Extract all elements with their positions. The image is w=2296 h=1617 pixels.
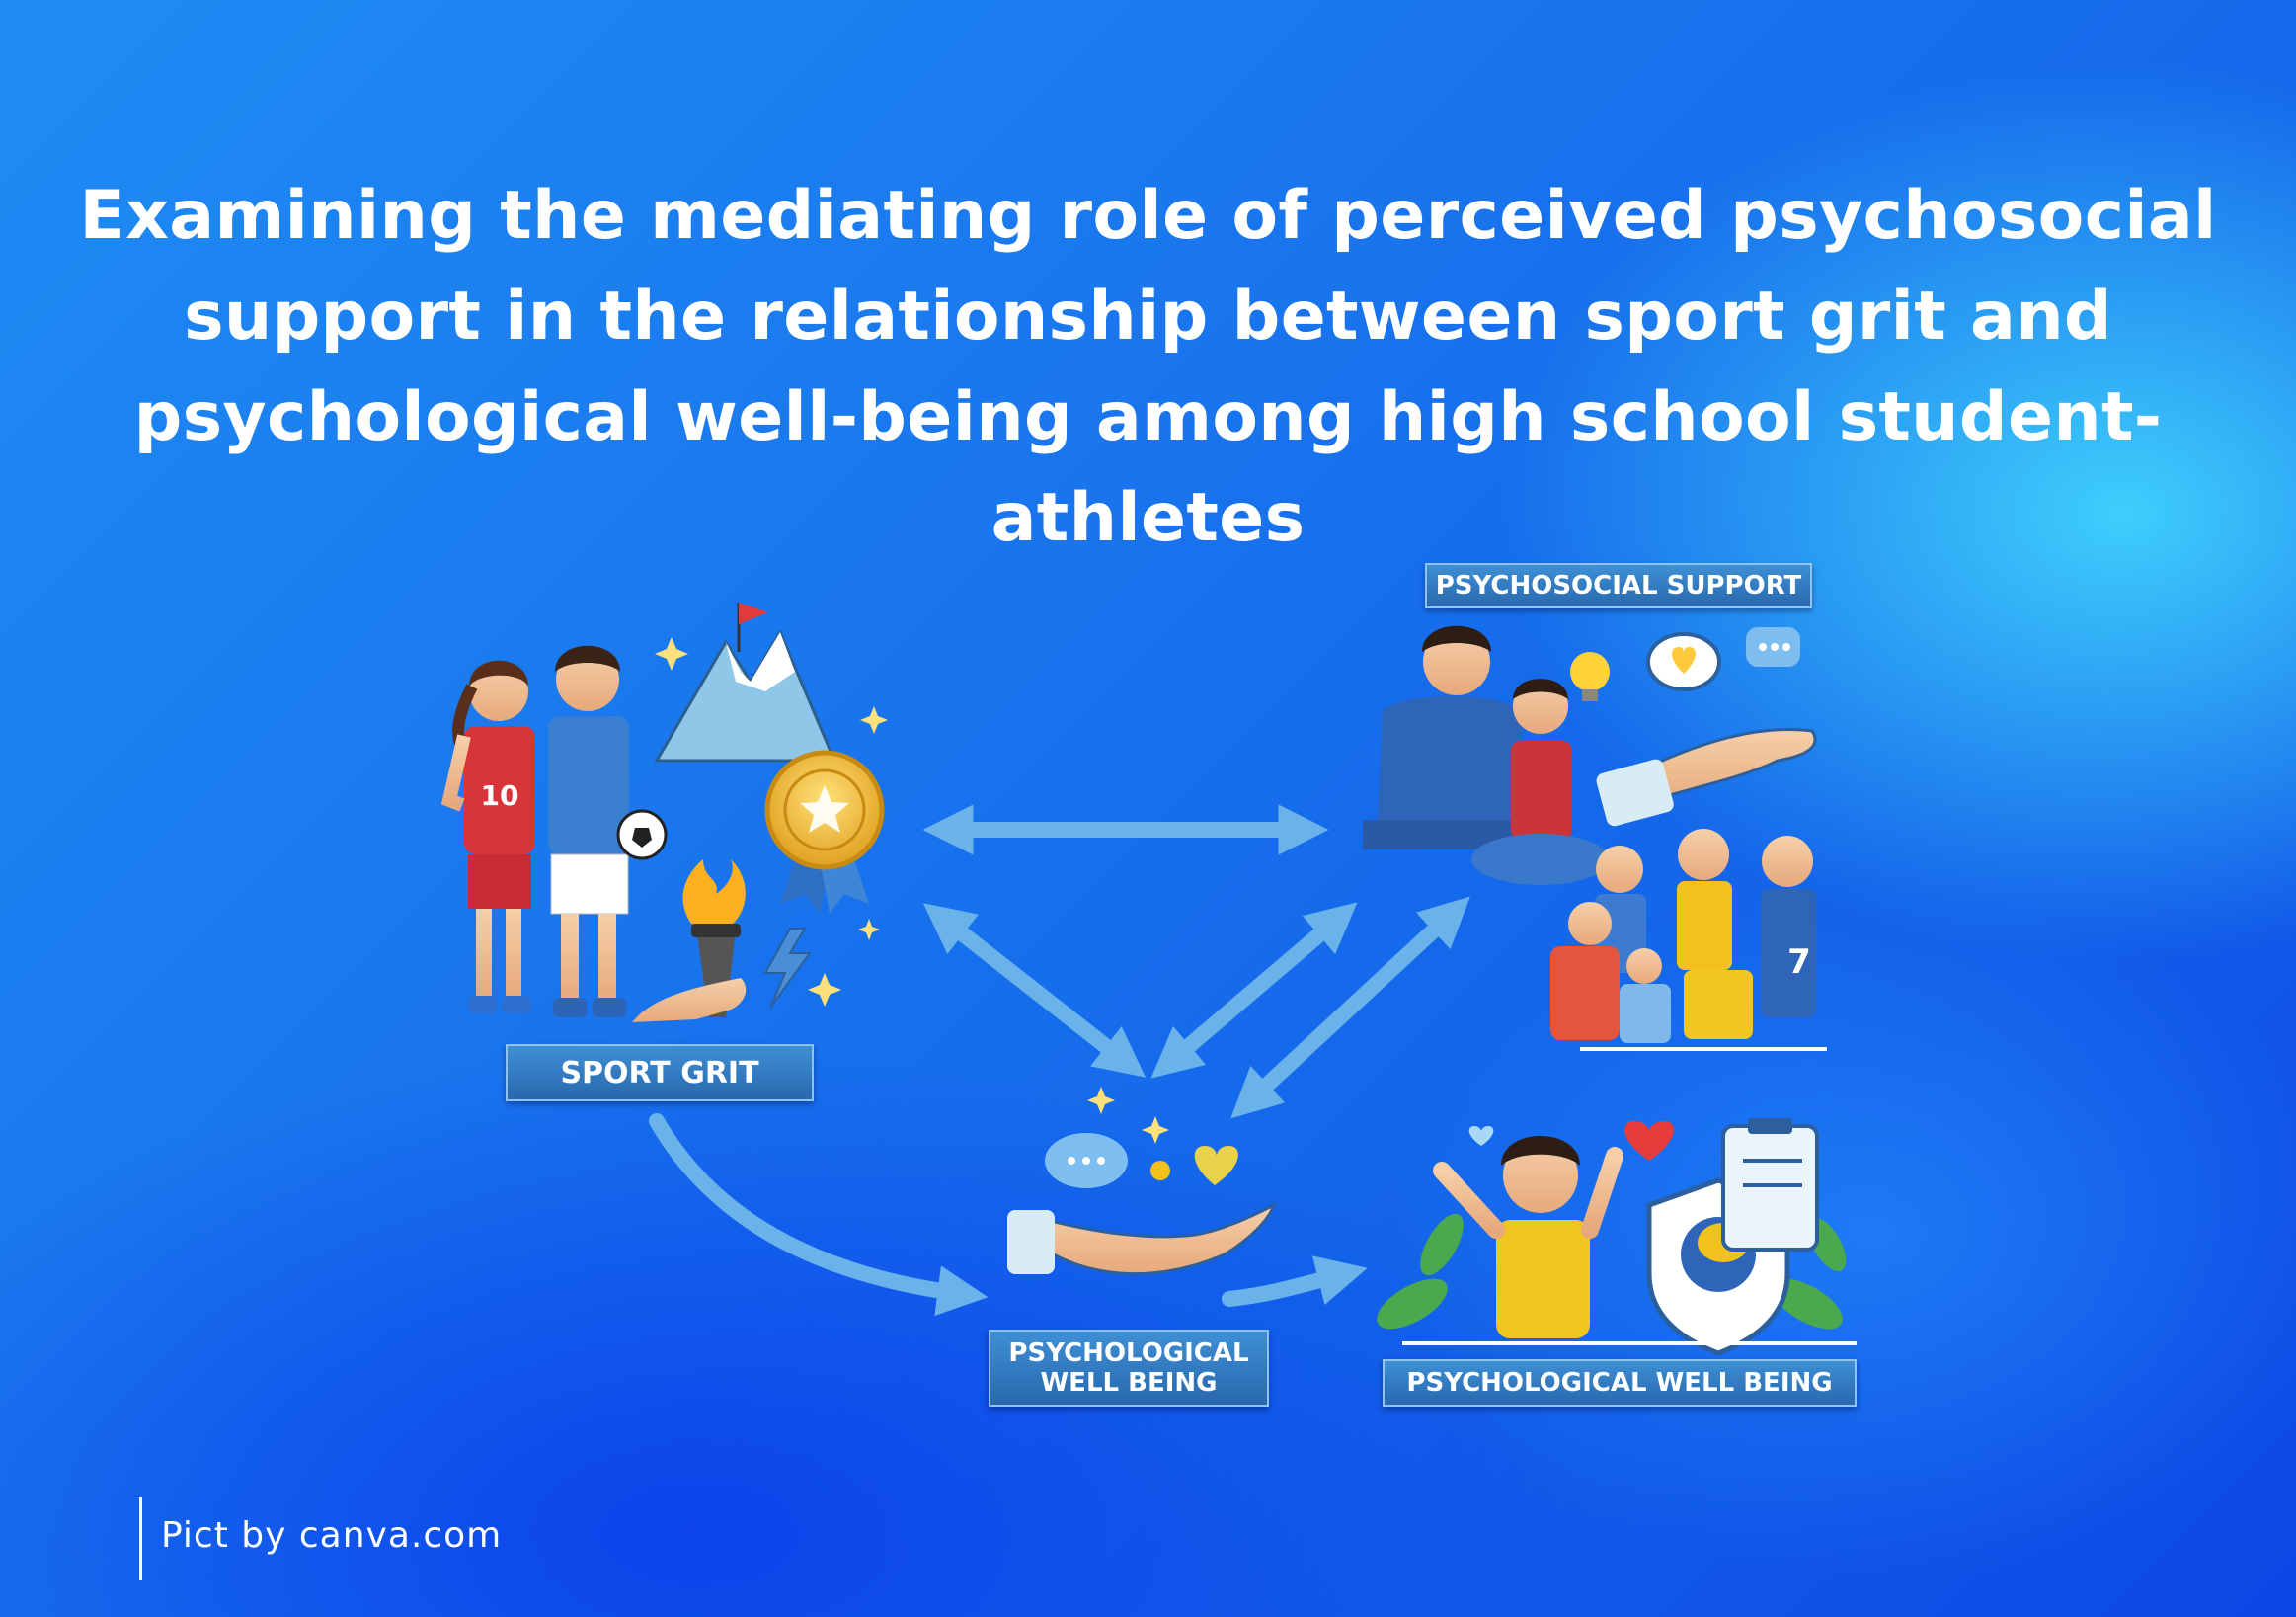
arrow-support-pwb-2 [1230, 896, 1470, 1119]
credit-divider [139, 1497, 142, 1580]
happy-boy [1433, 1136, 1623, 1338]
medal-icon [764, 750, 885, 914]
lightbulb-icon [1570, 652, 1610, 701]
right-wellbeing-illustration [1377, 1118, 1857, 1356]
psychosocial-support-illustration: 7 [1363, 625, 1827, 1051]
cuff [1007, 1210, 1055, 1274]
small-heart-icon [1468, 1126, 1494, 1146]
open-hand-icon [1024, 1202, 1277, 1276]
chat-bubble-icon [1746, 627, 1800, 667]
clipboard-icon [1721, 1118, 1819, 1252]
coach-figure [1363, 625, 1541, 849]
boy-athlete [548, 645, 668, 1017]
arrow-grit-curve [649, 1113, 989, 1317]
sport-grit-label: SPORT GRIT [506, 1044, 814, 1101]
pwb-right-label: PSYCHOLOGICAL WELL BEING [1383, 1359, 1857, 1407]
arrow-grit-pwb [922, 903, 1147, 1078]
sleeve [1596, 759, 1674, 827]
arrow-mid-right [1222, 1255, 1368, 1307]
heart-icon [1624, 1121, 1674, 1161]
psychosocial-support-label: PSYCHOSOCIAL SUPPORT [1425, 563, 1812, 608]
kid-athlete [1471, 679, 1610, 885]
sport-grit-illustration: 10 [440, 603, 888, 1022]
image-credit: Pict by canva.com [161, 1515, 503, 1556]
girl-athlete: 10 [440, 660, 535, 1013]
sparkle-icons [655, 637, 888, 1007]
mountain-flag-icon [654, 603, 837, 763]
chat-bubble-icon [1045, 1133, 1128, 1188]
page-title: Examining the mediating role of perceive… [79, 177, 2217, 557]
gold-dot [1150, 1161, 1170, 1180]
heart-chat-icon [1646, 632, 1721, 691]
middle-wellbeing-illustration [1007, 1087, 1277, 1276]
heart-icon [1194, 1146, 1238, 1185]
pwb-middle-label: PSYCHOLOGICAL WELL BEING [989, 1330, 1269, 1407]
relationship-arrows [649, 804, 1470, 1317]
hand-icon [632, 978, 747, 1022]
lightning-icon [763, 928, 812, 1009]
girl-jersey-number: 10 [481, 779, 519, 812]
team-jersey-number: 7 [1787, 942, 1811, 982]
sparkle-icons [1087, 1087, 1169, 1144]
team-group: 7 [1550, 829, 1827, 1051]
